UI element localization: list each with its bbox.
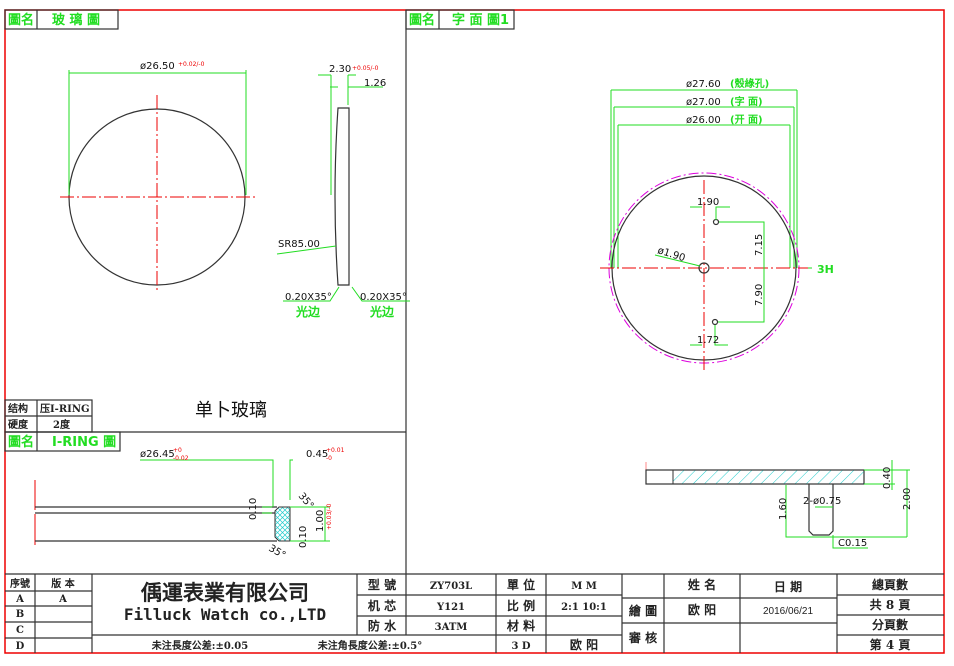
view-tag-label: 圖名: [409, 12, 435, 28]
rev-id: D: [16, 641, 25, 652]
dial-d2: ø27.00: [686, 97, 721, 108]
hardness-value: 2度: [53, 418, 71, 431]
dial-foot: [808, 484, 834, 536]
chamfer-left: 0.20X35°: [285, 292, 332, 303]
iring-section: [274, 506, 291, 542]
model3d-by: 欧 阳: [570, 637, 598, 652]
center-hole: [698, 262, 710, 274]
tol-plus: +0: [173, 447, 182, 454]
hardness-label: 硬度: [8, 418, 29, 431]
chamfer-right: 0.20X35°: [360, 292, 407, 303]
draw-date: 2016/06/21: [763, 606, 813, 617]
page-label: 分頁數: [872, 617, 908, 632]
iring-view: 圖名 I-RING 圖 ø26.45 +0 -0.02 0.45 +0.01 -…: [4, 431, 345, 561]
scale-label: 比 例: [507, 598, 535, 613]
movement-label: 机 芯: [368, 598, 396, 613]
dial-section: [672, 469, 865, 485]
page-number: 第 4 頁: [870, 637, 911, 652]
scale-value: 2:1 10:1: [561, 602, 607, 613]
pin-height: 1.60: [778, 498, 789, 520]
tol-minus: -0: [326, 455, 332, 462]
view-tag-label: 圖名: [8, 12, 34, 28]
movement-value: Y121: [436, 602, 465, 613]
glass-thickness-tol: +0.05/-0: [352, 65, 379, 72]
view-tag-label: 圖名: [8, 434, 34, 450]
iring-width: 0.45: [306, 449, 328, 460]
water-label: 防 水: [368, 618, 397, 633]
glass-diameter-tol: +0.02/-0: [178, 61, 205, 68]
iring-top-gap: 0.10: [248, 498, 259, 520]
glass-side-profile: [334, 107, 350, 286]
review-label: 審 核: [628, 630, 657, 645]
dial-d1: ø27.60: [686, 79, 721, 90]
rev-id: B: [16, 609, 24, 620]
length-tolerance: 未注長度公差:±0.05: [151, 639, 248, 652]
unit-value: M M: [571, 581, 597, 592]
polish-left: 光边: [295, 304, 321, 319]
title-block: [5, 573, 944, 653]
dial-thickness: 0.40: [882, 467, 893, 489]
tol-plus: +0.01: [326, 447, 345, 454]
dial-bottom-offset: 1.72: [697, 335, 719, 346]
rev-id: A: [15, 594, 24, 605]
date-header: 日 期: [774, 579, 802, 594]
feet-hole-bottom: [711, 318, 719, 326]
draw-label: 繪 圖: [629, 603, 657, 618]
structure-value: 压I-RING: [40, 403, 90, 415]
model3d-label: 3 D: [511, 641, 530, 652]
dial-d3: ø26.00: [686, 115, 721, 126]
view-tag-title: 字 面 圖1: [452, 12, 509, 28]
view-tag-title: 玻 璃 圖: [52, 12, 100, 28]
rev-ver: A: [58, 594, 67, 605]
angle-tolerance: 未注角長度公差:±0.5°: [317, 639, 422, 652]
glass-radius: SR85.00: [278, 239, 320, 250]
structure-label: 结构: [8, 402, 28, 415]
glass-edge-dim: 1.26: [364, 78, 386, 89]
dial-d2-note: (字 面): [730, 95, 763, 108]
model-value: ZY703L: [430, 581, 472, 592]
dial-top-dist: 7.15: [754, 234, 765, 256]
drawer-name: 欧 阳: [688, 602, 716, 617]
rev-header: 序號: [10, 577, 30, 590]
iring-height-tol: +0.03/-0: [326, 503, 333, 530]
pin-chamfer: C0.15: [838, 538, 867, 549]
glass-diameter: ø26.50: [140, 61, 175, 72]
dial-total-height: 2.00: [902, 488, 913, 510]
tol-minus: -0.02: [173, 455, 189, 462]
dial-d3-note: (开 面): [730, 114, 763, 126]
company-name-en: Filluck Watch co.,LTD: [124, 605, 326, 624]
iring-height: 1.00: [315, 510, 326, 532]
ver-header: 版 本: [51, 577, 75, 590]
pin-diameter: 2-ø0.75: [803, 496, 841, 507]
iring-bottom-gap: 0.10: [298, 526, 309, 548]
company-name-cn: 偊運表業有限公司: [140, 580, 309, 605]
part-caption: 单卜玻璃: [195, 400, 267, 421]
glass-view: 圖名 玻 璃 圖 ø26.50 +0.02/-0 2.30 +0.05/-0 1…: [4, 9, 410, 421]
total-pages: 共 8 頁: [870, 597, 911, 612]
view-tag-title: I-RING 圖: [52, 434, 116, 450]
material-label: 材 料: [506, 618, 535, 633]
water-value: 3ATM: [435, 622, 468, 633]
name-header: 姓 名: [688, 577, 716, 592]
model-label: 型 號: [368, 577, 396, 592]
unit-label: 單 位: [507, 577, 535, 592]
polish-right: 光边: [369, 304, 395, 319]
glass-thickness: 2.30: [329, 64, 351, 75]
total-pages-label: 總頁數: [872, 577, 908, 592]
dial-top-offset: 1.90: [697, 197, 719, 208]
iring-diameter: ø26.45: [140, 449, 175, 460]
dial-bottom-dist: 7.90: [754, 284, 765, 306]
rev-id: C: [16, 625, 24, 636]
dial-view: 圖名 字 面 圖1 ø27.60 (殼綠孔) ø27.00 (字 面) ø26.…: [405, 9, 913, 549]
dial-d1-note: (殼綠孔): [730, 77, 769, 90]
dial-position: 3H: [817, 263, 834, 276]
